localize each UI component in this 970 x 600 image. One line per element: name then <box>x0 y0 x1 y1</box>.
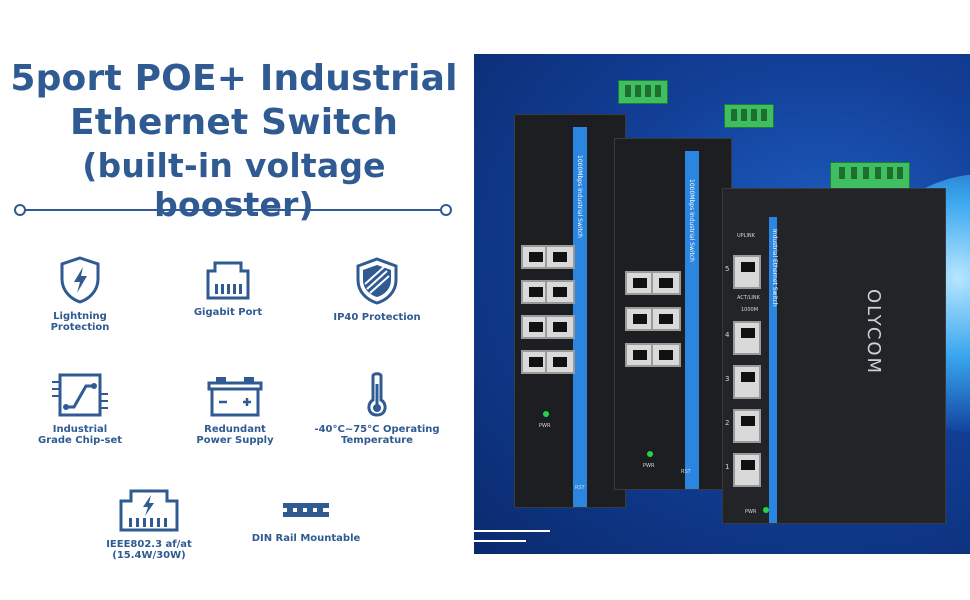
feature-label: -40°C~75°C Operating Temperature <box>314 424 440 446</box>
act-link-label: ACT/LINK <box>737 295 760 301</box>
switch-8port: 1000Mbps Industrial Switch PWR RST <box>514 114 626 508</box>
accent-stripe <box>769 217 777 523</box>
feature-label: Gigabit Port <box>193 307 263 318</box>
switch-label: 1000Mbps Industrial Switch <box>576 155 583 238</box>
power-led <box>647 451 653 457</box>
switch-6port: 1000Mbps Industrial Switch PWR RST <box>614 138 732 490</box>
terminal-block <box>618 80 668 104</box>
feature-label: DIN Rail Mountable <box>251 533 361 544</box>
battery-icon <box>207 377 263 417</box>
brand-logo: OLYCOM <box>863 289 884 376</box>
accent-stripe <box>573 127 587 507</box>
feature-poe-standard: IEEE802.3 af/at (15.4W/30W) <box>84 487 214 561</box>
accent-line <box>474 530 550 532</box>
lightning-shield-icon <box>60 256 100 304</box>
port-number: 3 <box>725 375 730 383</box>
feature-redundant-power: Redundant Power Supply <box>170 374 300 446</box>
terminal-block <box>830 162 910 192</box>
product-photo: 1000Mbps Industrial Switch PWR RST 1000M… <box>474 54 970 554</box>
port-number: 5 <box>725 265 730 273</box>
ip40-shield-icon <box>356 257 398 305</box>
feature-operating-temperature: -40°C~75°C Operating Temperature <box>312 372 442 446</box>
feature-din-rail: DIN Rail Mountable <box>241 500 371 544</box>
switch-label: 1000Mbps Industrial Switch <box>688 179 695 262</box>
title-line-1: 5port POE+ Industrial <box>10 58 458 99</box>
port-number: 1 <box>725 463 730 471</box>
din-rail-icon <box>283 503 329 517</box>
feature-label: IEEE802.3 af/at (15.4W/30W) <box>106 539 192 561</box>
title-divider <box>20 209 446 211</box>
uplink-label: UPLINK <box>737 233 755 239</box>
speed-label: 1000M <box>741 307 759 313</box>
pwr-label: PWR <box>539 423 551 429</box>
feature-lightning-protection: Lightning Protection <box>15 255 145 333</box>
ethernet-port-icon <box>206 261 250 300</box>
rst-label: RST <box>681 469 691 475</box>
feature-label: Industrial Grade Chip-set <box>37 424 123 446</box>
accent-line <box>474 540 526 542</box>
accent-stripe <box>685 151 699 489</box>
terminal-block <box>724 104 774 128</box>
rst-label: RST <box>575 485 585 491</box>
poe-port-icon <box>119 489 179 532</box>
port-number: 4 <box>725 331 730 339</box>
title-line-2: Ethernet Switch <box>69 102 399 143</box>
pwr-label: PWR <box>745 509 757 515</box>
feature-ip40-protection: IP40 Protection <box>312 256 442 323</box>
feature-label: Lightning Protection <box>50 311 110 333</box>
chip-circuit-icon <box>52 373 108 417</box>
divider-dot-left <box>14 204 26 216</box>
title-line-3: (built-in voltage booster) <box>82 146 386 224</box>
feature-label: IP40 Protection <box>333 312 421 323</box>
feature-label: Redundant Power Supply <box>196 424 274 446</box>
port-number: 2 <box>725 419 730 427</box>
power-led <box>543 411 549 417</box>
power-led <box>763 507 769 513</box>
divider-dot-right <box>440 204 452 216</box>
switch-label: Industrial Ethernet Switch <box>771 229 778 307</box>
thermometer-icon <box>367 372 387 417</box>
switch-5port: Industrial Ethernet Switch OLYCOM UPLINK… <box>722 188 946 524</box>
pwr-label: PWR <box>643 463 655 469</box>
feature-gigabit-port: Gigabit Port <box>163 257 293 318</box>
feature-industrial-chipset: Industrial Grade Chip-set <box>15 372 145 446</box>
